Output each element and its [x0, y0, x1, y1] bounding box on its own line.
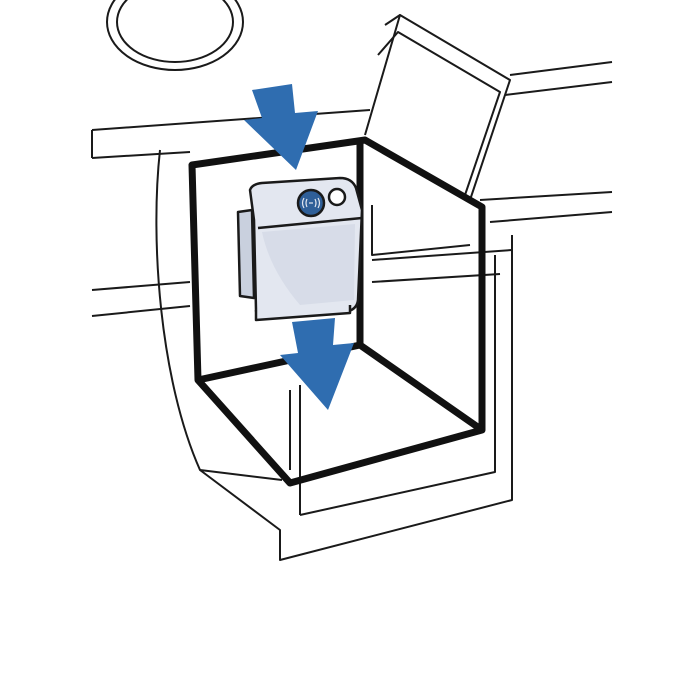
device	[236, 176, 364, 322]
open-lid	[364, 14, 511, 201]
arrow-down-icon	[280, 318, 354, 410]
device-mount-bracket	[236, 208, 256, 300]
device-front-shade	[262, 224, 355, 305]
arrow-down-icon	[244, 84, 318, 170]
indicator-light-icon	[327, 187, 347, 207]
countertop	[91, 61, 613, 317]
cabinet-body	[155, 149, 513, 561]
wall-oval-mirror	[106, 0, 244, 71]
signal-waves	[301, 197, 321, 209]
